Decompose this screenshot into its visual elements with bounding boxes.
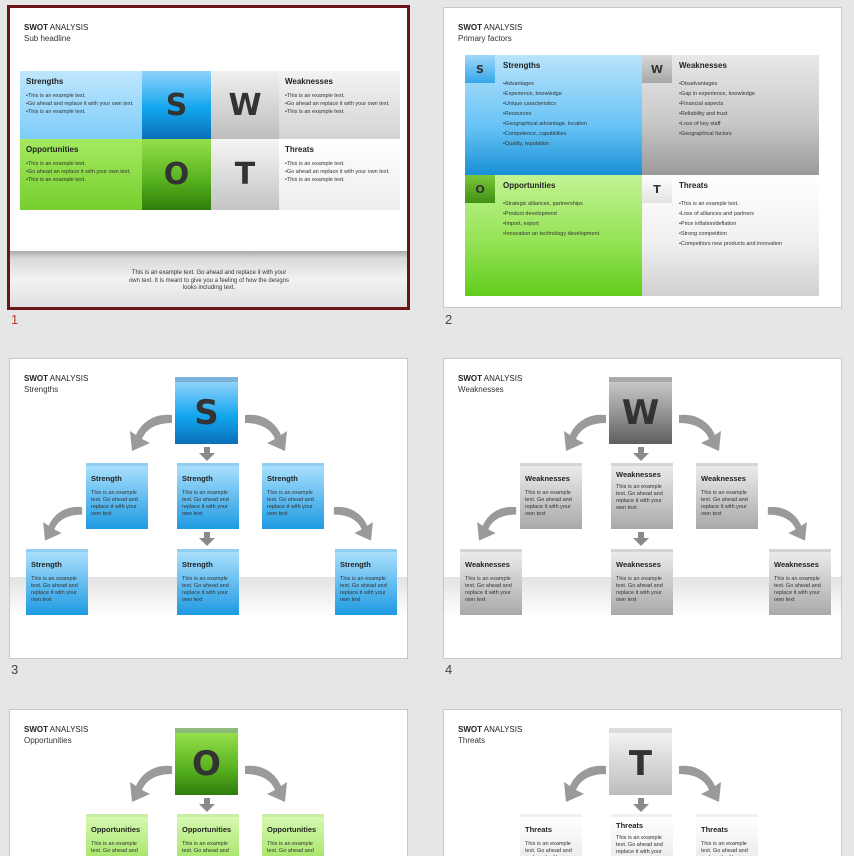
slide-subtitle: Primary factors <box>458 34 512 43</box>
strengths-panel: Strengths •This is an example text. •Go … <box>20 71 142 139</box>
letter-o-tile: O <box>465 175 495 203</box>
threats-panel: Threats •This is an example text. •Go ah… <box>279 139 400 210</box>
slide-header: SWOT ANALYSIS Opportunities <box>24 725 89 745</box>
curved-arrow-left-icon <box>130 414 172 451</box>
weaknesses-panel: Weaknesses •This is an example text. •Go… <box>279 71 400 139</box>
curved-arrow-left-icon <box>130 765 172 802</box>
letter-w-tile: W <box>211 71 279 139</box>
curved-arrow-right-icon <box>333 506 373 541</box>
curved-arrow-right-icon <box>679 765 721 802</box>
opportunities-panel: O Opportunities •Strategic alliances, pa… <box>465 175 642 296</box>
curved-arrow-right-icon <box>245 765 287 802</box>
slide-thumbnail-2[interactable]: SWOT ANALYSIS Primary factors S Strength… <box>443 7 842 308</box>
down-arrow-icon <box>199 798 215 812</box>
weaknesses-panel: W Weaknesses •Disadvantages •Gap in expe… <box>642 55 819 175</box>
down-arrow-icon <box>199 532 215 546</box>
letter-s-tile: S <box>142 71 211 139</box>
letter-w-block: W <box>609 377 672 444</box>
slide-header: SWOT ANALYSIS Weaknesses <box>458 374 523 394</box>
slide-subtitle: Threats <box>458 736 486 745</box>
letter-w-tile: W <box>642 55 672 83</box>
letter-t-tile: T <box>642 175 672 203</box>
slide-thumbnail-5[interactable]: SWOT ANALYSIS Opportunities O Opportunit… <box>9 709 408 856</box>
footer-band <box>10 251 407 307</box>
slide-subtitle: Weaknesses <box>458 385 504 394</box>
slide-number-3: 3 <box>11 662 19 677</box>
curved-arrow-left-icon <box>477 506 517 541</box>
curved-arrow-right-icon <box>767 506 807 541</box>
slide-number-2: 2 <box>445 312 453 327</box>
letter-o-tile: O <box>142 139 211 210</box>
opportunities-panel: Opportunities •This is an example text. … <box>20 139 142 210</box>
letter-s-tile: S <box>465 55 495 83</box>
curved-arrow-right-icon <box>679 414 721 451</box>
curved-arrow-right-icon <box>245 414 287 451</box>
strengths-panel: S Strengths •Advantages •Experience, kno… <box>465 55 642 175</box>
letter-t-tile: T <box>211 139 279 210</box>
curved-arrow-left-icon <box>43 506 83 541</box>
letter-s-block: S <box>175 377 238 444</box>
slide-subtitle: Strengths <box>24 385 59 394</box>
down-arrow-icon <box>633 532 649 546</box>
down-arrow-icon <box>633 447 649 461</box>
slide-header: SWOT ANALYSIS Sub headline <box>24 23 89 43</box>
slide-subtitle: Sub headline <box>24 34 71 43</box>
down-arrow-icon <box>633 798 649 812</box>
slide-number-4: 4 <box>445 662 453 677</box>
down-arrow-icon <box>199 447 215 461</box>
threats-panel: T Threats •This is an example text. •Los… <box>642 175 819 296</box>
slide-header: SWOT ANALYSIS Strengths <box>24 374 89 394</box>
footer-text: This is an example text. Go ahead and re… <box>128 270 290 291</box>
slide-number-1: 1 <box>11 312 19 327</box>
slide-thumbnail-1[interactable]: SWOT ANALYSIS Sub headline Strengths •Th… <box>7 5 410 310</box>
curved-arrow-left-icon <box>564 765 606 802</box>
slide-subtitle: Opportunities <box>24 736 72 745</box>
curved-arrow-left-icon <box>564 414 606 451</box>
letter-t-block: T <box>609 728 672 795</box>
letter-o-block: O <box>175 728 238 795</box>
slide-header: SWOT ANALYSIS Threats <box>458 725 523 745</box>
slide-header: SWOT ANALYSIS Primary factors <box>458 23 523 43</box>
